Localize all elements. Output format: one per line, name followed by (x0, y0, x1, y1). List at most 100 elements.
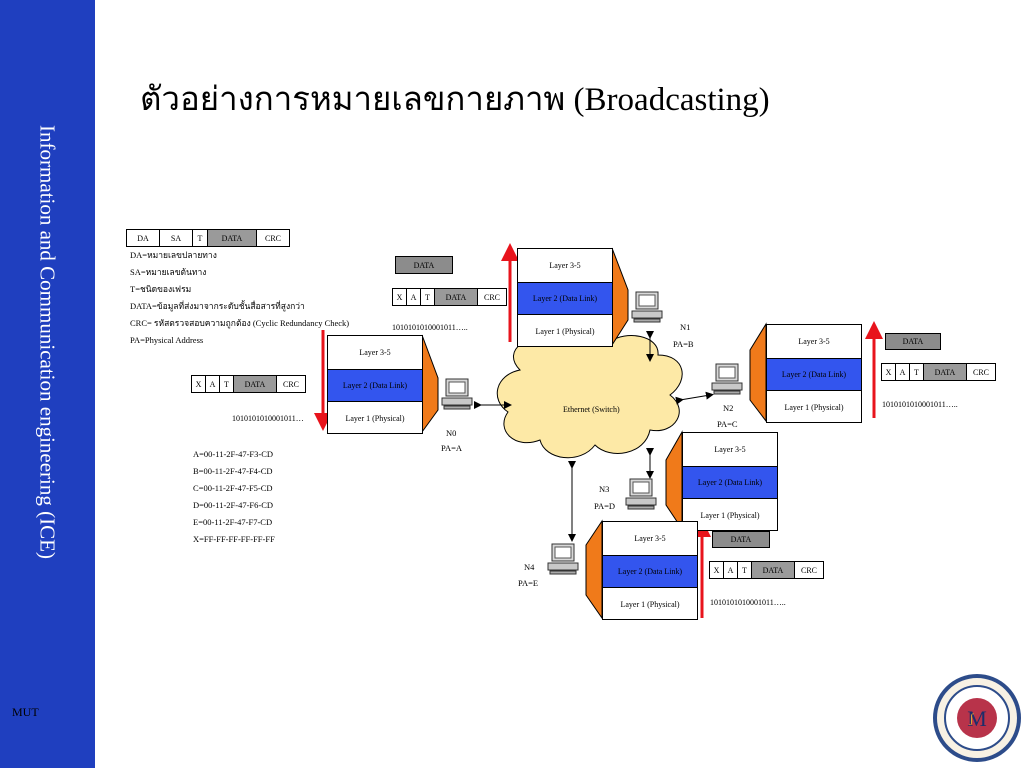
trapezoid-n3 (665, 430, 683, 531)
cell-a: A (723, 561, 738, 579)
address-x: X=FF-FF-FF-FF-FF-FF (193, 534, 275, 544)
layer1: Layer 1 (Physical) (345, 414, 405, 423)
cell-data: DATA (923, 363, 967, 381)
computer-icon-n3 (624, 477, 658, 511)
address-c: C=00-11-2F-47-F5-CD (193, 483, 273, 493)
cloud-label: Ethernet (Switch) (563, 405, 620, 414)
node-n4-pa: PA=E (518, 578, 539, 588)
computer-icon-n4 (546, 542, 580, 576)
cell-x: X (191, 375, 206, 393)
bits-n1: 1010101010001011….. (392, 323, 468, 332)
cell-a: A (406, 288, 421, 306)
address-b: B=00-11-2F-47-F4-CD (193, 466, 273, 476)
node-n3-pa: PA=D (594, 501, 616, 511)
data-box-n2: DATA (885, 333, 941, 350)
cell-a: A (895, 363, 910, 381)
computer-icon-n1 (630, 290, 664, 324)
data-box-n1: DATA (395, 256, 453, 274)
frame-n0: X A T DATA CRC (191, 375, 306, 393)
link-n2 (675, 391, 714, 405)
sidebar: Information and Communication engineerin… (0, 0, 95, 768)
layer2: Layer 2 (Data Link) (518, 282, 612, 315)
legend-da: DA=หมายเลขปลายทาง (130, 250, 217, 260)
legend-frame: DA SA T DATA CRC (126, 229, 290, 247)
frame-cell-t: T (192, 229, 208, 247)
layer2: Layer 2 (Data Link) (767, 358, 861, 391)
legend-list: DA=หมายเลขปลายทาง SA=หมายเลขต้นทาง T=ชนิ… (130, 247, 349, 349)
trapezoid-n2 (749, 322, 767, 423)
bits-n4: 1010101010001011….. (710, 598, 786, 607)
layer1: Layer 1 (Physical) (784, 403, 844, 412)
cell-x: X (881, 363, 896, 381)
frame-cell-crc: CRC (256, 229, 290, 247)
layer1: Layer 1 (Physical) (620, 600, 680, 609)
node-n0-name: N0 (446, 428, 457, 438)
frame-cell-da: DA (126, 229, 160, 247)
legend-sa: SA=หมายเลขต้นทาง (130, 267, 207, 277)
cell-data: DATA (434, 288, 478, 306)
cell-t: T (909, 363, 924, 381)
cell-t: T (737, 561, 752, 579)
trapezoid-n4 (585, 519, 603, 620)
node-n1-name: N1 (680, 322, 691, 332)
mut-label: MUT (12, 705, 39, 719)
layer2: Layer 2 (Data Link) (603, 555, 697, 588)
layer35: Layer 3-5 (549, 261, 581, 270)
cell-crc: CRC (477, 288, 507, 306)
address-list: A=00-11-2F-47-F3-CD B=00-11-2F-47-F4-CD … (193, 446, 275, 548)
cell-crc: CRC (276, 375, 306, 393)
stack-n0: Layer 3-5 Layer 2 (Data Link) Layer 1 (P… (327, 335, 423, 434)
cell-data: DATA (233, 375, 277, 393)
layer35: Layer 3-5 (359, 348, 391, 357)
node-n2-pa: PA=C (717, 419, 738, 429)
cell-a: A (205, 375, 220, 393)
address-a: A=00-11-2F-47-F3-CD (193, 449, 274, 459)
university-logo: M (933, 674, 1021, 762)
cell-crc: CRC (794, 561, 824, 579)
svg-text:M: M (967, 706, 987, 731)
stack-n3: Layer 3-5 Layer 2 (Data Link) Layer 1 (P… (682, 432, 778, 531)
layer2: Layer 2 (Data Link) (328, 369, 422, 402)
cell-t: T (219, 375, 234, 393)
layer1: Layer 1 (Physical) (700, 511, 760, 520)
cell-x: X (709, 561, 724, 579)
bits-n0: 1010101010001011… (232, 414, 304, 423)
legend-data: DATA=ข้อมูลที่ส่งมาจากระดับชั้นสื่อสารที… (130, 301, 305, 311)
layer1: Layer 1 (Physical) (535, 327, 595, 336)
legend-crc: CRC= รหัสตรวจสอบความถูกต้อง (Cyclic Redu… (130, 318, 350, 328)
slide-title: ตัวอย่างการหมายเลขกายภาพ (Broadcasting) (140, 82, 770, 118)
frame-cell-sa: SA (159, 229, 193, 247)
node-n0-pa: PA=A (441, 443, 463, 453)
legend-t: T=ชนิดของเฟรม (130, 284, 192, 294)
cell-x: X (392, 288, 407, 306)
trapezoid-n1 (611, 247, 629, 347)
layer35: Layer 3-5 (798, 337, 830, 346)
data-box-n4: DATA (712, 531, 770, 548)
frame-cell-data: DATA (207, 229, 257, 247)
cell-crc: CRC (966, 363, 996, 381)
address-e: E=00-11-2F-47-F7-CD (193, 517, 273, 527)
stack-n1: Layer 3-5 Layer 2 (Data Link) Layer 1 (P… (517, 248, 613, 347)
computer-icon-n0 (440, 377, 474, 411)
node-n3-name: N3 (599, 484, 610, 494)
frame-n2: X A T DATA CRC (881, 363, 996, 381)
cell-t: T (420, 288, 435, 306)
address-d: D=00-11-2F-47-F6-CD (193, 500, 274, 510)
logo-glyph: ∫ (970, 711, 974, 725)
node-n4-name: N4 (524, 562, 535, 572)
frame-n4: X A T DATA CRC (709, 561, 824, 579)
computer-icon-n2 (710, 362, 744, 396)
stack-n4: Layer 3-5 Layer 2 (Data Link) Layer 1 (P… (602, 521, 698, 620)
trapezoid-n0 (421, 334, 439, 434)
cell-data: DATA (751, 561, 795, 579)
stack-n2: Layer 3-5 Layer 2 (Data Link) Layer 1 (P… (766, 324, 862, 423)
layer35: Layer 3-5 (714, 445, 746, 454)
bits-n2: 1010101010001011….. (882, 400, 958, 409)
layer35: Layer 3-5 (634, 534, 666, 543)
ethernet-cloud (496, 329, 683, 459)
legend-pa: PA=Physical Address (130, 335, 204, 345)
layer2: Layer 2 (Data Link) (683, 466, 777, 499)
node-n2-name: N2 (723, 403, 734, 413)
node-n1-pa: PA=B (673, 339, 694, 349)
